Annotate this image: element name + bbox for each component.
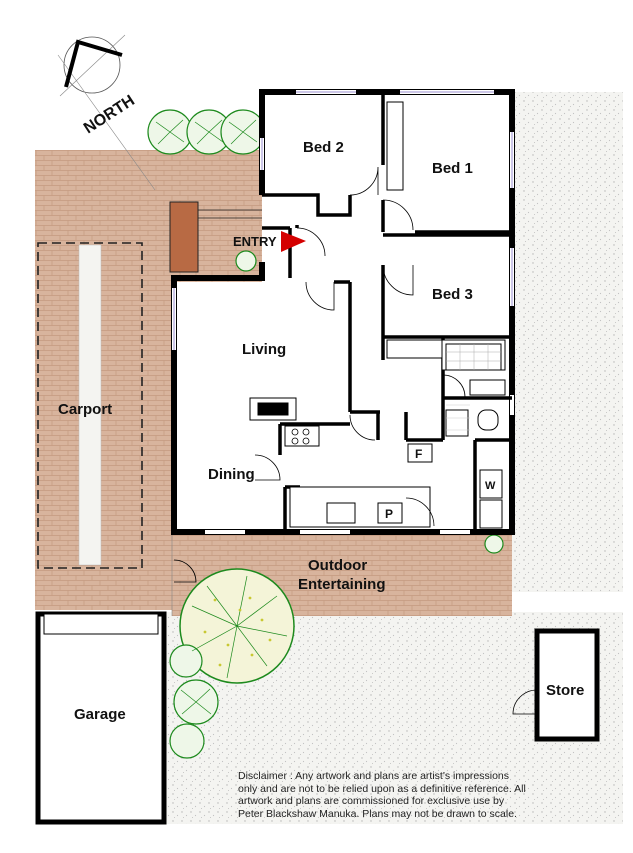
label-bed-2: Bed 2 xyxy=(303,139,344,156)
interior-walls xyxy=(262,92,512,532)
label-entertaining: Entertaining xyxy=(298,576,386,593)
label-carport: Carport xyxy=(58,401,112,418)
label-outdoor: Outdoor xyxy=(308,557,367,574)
label-store: Store xyxy=(546,682,584,699)
entry-arrow-icon xyxy=(281,231,306,252)
label-garage: Garage xyxy=(74,706,126,723)
tree-foliage-dots xyxy=(203,596,272,667)
window-glass xyxy=(173,91,513,350)
label-dining: Dining xyxy=(208,466,255,483)
cooktop-icon xyxy=(291,428,310,445)
disclaimer-line: Peter Blackshaw Manuka. Plans may not be… xyxy=(238,807,517,820)
label-bed-3: Bed 3 xyxy=(432,286,473,303)
store xyxy=(512,628,600,742)
disclaimer-line: Disclaimer : Any artwork and plans are a… xyxy=(238,770,510,782)
fridge-label: F xyxy=(415,447,422,461)
laundry-tiles xyxy=(446,404,470,431)
pantry-label: P xyxy=(385,507,393,521)
planter-box xyxy=(169,201,199,273)
door-swings xyxy=(173,166,466,583)
label-living: Living xyxy=(242,341,286,358)
tree-branches xyxy=(155,119,288,715)
label-entry: ENTRY xyxy=(233,234,277,249)
carport-centre-strip xyxy=(78,244,102,566)
label-bed-1: Bed 1 xyxy=(432,160,473,177)
side-yard-grass xyxy=(500,92,623,592)
shower-tiles xyxy=(446,344,501,370)
north-compass-icon xyxy=(57,34,156,191)
carport-outline xyxy=(37,242,143,569)
disclaimer: Disclaimer : Any artwork and plans are a… xyxy=(238,770,568,820)
garage xyxy=(35,611,167,825)
washer-label: W xyxy=(485,480,496,492)
disclaimer-line: artwork and plans are commissioned for e… xyxy=(238,795,505,807)
disclaimer-line: only and are not to be relied upon as a … xyxy=(238,782,526,795)
built-in-fixtures xyxy=(249,101,506,529)
